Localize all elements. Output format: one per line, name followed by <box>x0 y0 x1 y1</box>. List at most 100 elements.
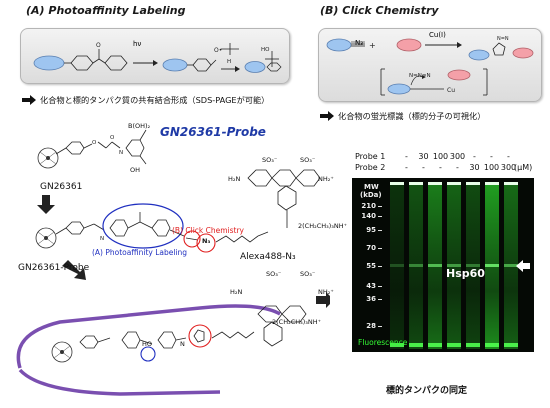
hsp60-band <box>466 264 480 267</box>
section-b-title: (B) Click Chemistry <box>320 4 439 17</box>
dye-front <box>466 343 480 347</box>
gel-lane-5 <box>466 184 480 349</box>
hsp60-label: Hsp60 <box>446 267 485 280</box>
copper-catalyst-label: Cu(I) <box>429 31 446 39</box>
mw-tick <box>378 266 382 267</box>
mw-marker-210: 210 <box>361 202 376 210</box>
dye-front <box>390 343 404 347</box>
gel-well <box>447 182 461 185</box>
gel-well <box>428 182 442 185</box>
svg-text:O: O <box>96 42 101 49</box>
band-arrow-icon <box>516 260 530 272</box>
down-arrow-icon <box>37 195 55 214</box>
dye-front <box>428 343 442 347</box>
section-b-caption-row: 化合物の蛍光標識（標的分子の可視化） <box>320 110 485 122</box>
dye-front <box>409 343 423 347</box>
iminium-label: NH₂⁺ <box>318 175 334 183</box>
gn26361-probe-label: GN26361-Probe <box>18 263 90 273</box>
svg-text:H: H <box>227 59 231 65</box>
right-arrow-icon <box>316 292 330 308</box>
sulfonate-4-label: SO₃⁻ <box>300 270 316 278</box>
gn26361-label: GN26361 <box>40 182 83 192</box>
mw-tick <box>378 206 382 207</box>
alkyne-highlight <box>183 230 201 248</box>
gel-well <box>485 182 499 185</box>
svg-text:HO: HO <box>261 47 270 53</box>
dye-front <box>447 343 461 347</box>
section-a-title: (A) Photoaffinity Labeling <box>26 4 186 17</box>
probe-structure-scheme: O O N N <box>16 129 330 396</box>
hsp60-band <box>428 264 442 267</box>
svg-text:N: N <box>100 236 104 242</box>
mw-marker-43: 43 <box>366 282 376 290</box>
section-a-caption-row: 化合物と標的タンパク質の共有結合形成（SDS-PAGEが可能） <box>22 94 269 106</box>
carborane-cage <box>37 147 59 169</box>
section-b-caption: 化合物の蛍光標識（標的分子の可視化） <box>338 111 486 121</box>
click-chemistry-scheme: + N=N N=N=N Cu <box>326 36 534 96</box>
triazole-n-label: N <box>180 340 185 348</box>
probe2-lane-6: 100 <box>483 163 500 172</box>
mw-marker-36: 36 <box>366 295 376 303</box>
mw-tick <box>378 248 382 249</box>
amine-2-label: H₂N <box>230 288 243 296</box>
svg-text:O: O <box>92 140 97 146</box>
probe1-lane-7: - <box>507 152 510 161</box>
azide-group-label: N₃ <box>202 237 211 245</box>
ho-label: HO <box>142 340 153 348</box>
gel-lane-1 <box>390 184 404 349</box>
gel-well <box>466 182 480 185</box>
mw-tick <box>378 326 382 327</box>
gel-well <box>504 182 518 185</box>
photoaffinity-highlight <box>102 203 184 249</box>
mw-marker-95: 95 <box>366 226 376 234</box>
section-a-caption: 化合物と標的タンパク質の共有結合形成（SDS-PAGEが可能） <box>40 95 270 105</box>
counterion-label: 2(CH₂CH₃)₃NH⁺ <box>298 222 348 230</box>
mw-marker-55: 55 <box>366 262 376 270</box>
counterion-2-label: 2(CH₂CH₃)₃NH⁺ <box>272 318 322 326</box>
hydroxyl-label: OH <box>130 166 141 174</box>
probe1-row-label: Probe 1 <box>355 152 386 161</box>
svg-text:N=N: N=N <box>497 36 509 42</box>
svg-text:O•: O• <box>214 47 222 54</box>
sulfonate-2-label: SO₃⁻ <box>300 156 316 164</box>
probe2-lane-4: - <box>456 163 459 172</box>
gel-well <box>390 182 404 185</box>
fluorescence-label: Fluorescence <box>358 338 408 347</box>
triazole-highlight <box>188 324 212 348</box>
mw-tick <box>378 230 382 231</box>
hsp60-band <box>447 264 461 267</box>
protein-chain <box>16 304 281 369</box>
covalent-bond-highlight <box>140 346 156 362</box>
photoaffinity-panel: O O• H HO hν <box>20 28 290 84</box>
dye-front <box>485 343 499 347</box>
probe2-lane-2: - <box>422 163 425 172</box>
mw-marker-28: 28 <box>366 322 376 330</box>
sulfonate-3-label: SO₃⁻ <box>266 270 282 278</box>
concentration-unit: (μM) <box>514 163 533 172</box>
iminium-2-label: NH₂⁺ <box>318 288 334 296</box>
dye-front <box>504 343 518 347</box>
mw-marker-column: 210 140 95 70 55 43 36 28 <box>358 178 382 352</box>
svg-text:+: + <box>369 41 376 50</box>
svg-text:O: O <box>110 135 115 141</box>
bold-arrow-icon <box>22 95 36 105</box>
probe2-lane-7: 300 <box>500 163 517 172</box>
svg-text:N: N <box>119 150 123 156</box>
hv-label: hν <box>133 40 142 48</box>
diagonal-arrow-icon <box>62 260 86 280</box>
probe1-lane-5: - <box>473 152 476 161</box>
probe2-lane-5: 30 <box>469 163 480 172</box>
probe1-lane-1: - <box>405 152 408 161</box>
hsp60-band <box>485 264 499 267</box>
gel-well <box>409 182 423 185</box>
gel-lanes <box>388 178 528 352</box>
kda-label: (kDa) <box>360 191 382 199</box>
mw-marker-140: 140 <box>361 212 376 220</box>
azide-label: N₃ <box>355 39 364 47</box>
photoaffinity-label: (A) Photoaffinity Labeling <box>92 248 188 257</box>
probe2-lane-3: - <box>439 163 442 172</box>
mw-marker-70: 70 <box>366 244 376 252</box>
mw-tick <box>378 286 382 287</box>
